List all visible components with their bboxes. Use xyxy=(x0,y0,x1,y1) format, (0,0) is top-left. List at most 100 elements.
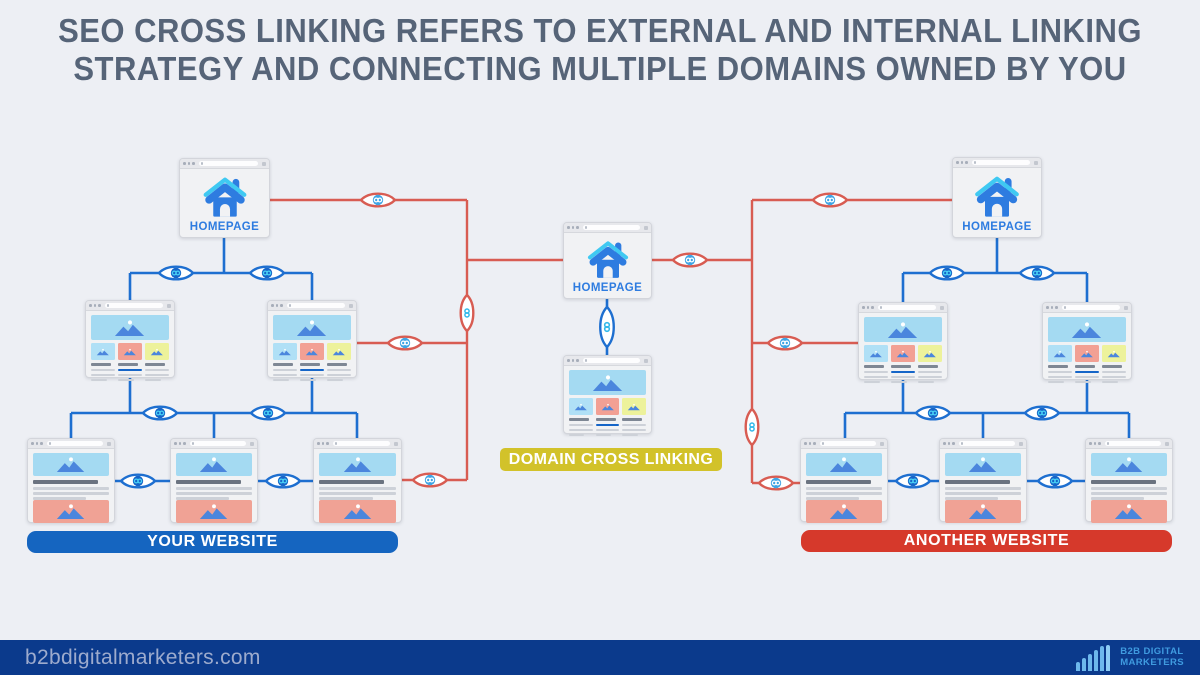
cross-domain-link-icon xyxy=(359,192,397,208)
text-column xyxy=(1048,365,1072,383)
card-row xyxy=(91,343,169,360)
favicon-dot-icon xyxy=(584,226,587,229)
window-control-icon xyxy=(35,442,38,445)
hero-image xyxy=(1048,317,1126,342)
browser-window-right-homepage: HOMEPAGE xyxy=(952,157,1042,238)
address-bar xyxy=(104,303,163,308)
article-page-content xyxy=(801,449,887,523)
image-placeholder-icon xyxy=(869,350,882,357)
image-placeholder-icon xyxy=(829,503,858,519)
image-placeholder-icon xyxy=(199,457,228,472)
image-placeholder-icon xyxy=(1071,321,1102,338)
article-title-bar xyxy=(1091,480,1156,484)
internal-link-icon xyxy=(1036,473,1074,489)
text-column xyxy=(145,363,169,381)
favicon-dot-icon xyxy=(106,304,109,307)
new-tab-icon xyxy=(940,305,944,310)
address-bar xyxy=(582,358,640,363)
cross-domain-link-icon xyxy=(766,335,804,351)
image-placeholder-icon xyxy=(343,503,371,519)
browser-chrome-bar xyxy=(940,439,1026,449)
window-control-icon xyxy=(1050,306,1053,309)
address-bar xyxy=(819,441,876,446)
browser-window-left-article-2 xyxy=(170,438,258,523)
article-page-content xyxy=(940,449,1026,523)
browser-chrome-bar xyxy=(564,223,651,233)
window-control-icon xyxy=(174,442,177,445)
cross-domain-link-icon xyxy=(386,335,424,351)
image-placeholder-icon xyxy=(150,348,163,355)
window-control-icon xyxy=(280,304,283,307)
text-column xyxy=(864,365,888,383)
browser-chrome-bar xyxy=(564,356,651,366)
card-row xyxy=(273,343,351,360)
image-placeholder-icon xyxy=(601,403,614,410)
internal-link-icon xyxy=(914,405,952,421)
article-image-block xyxy=(1091,499,1167,523)
window-control-icon xyxy=(567,226,570,229)
window-control-icon xyxy=(275,304,278,307)
cross-domain-link-icon xyxy=(671,252,709,268)
image-placeholder-icon xyxy=(829,457,858,472)
new-tab-icon xyxy=(880,441,884,446)
homepage-content: HOMEPAGE xyxy=(953,168,1041,237)
address-bar xyxy=(286,303,345,308)
internal-link-icon xyxy=(599,305,615,349)
hero-image xyxy=(273,315,351,340)
window-control-icon xyxy=(576,226,579,229)
browser-chrome-bar xyxy=(801,439,887,449)
browser-window-right-article-2 xyxy=(939,438,1027,523)
image-placeholder-icon xyxy=(896,350,909,357)
article-image-block xyxy=(945,499,1021,523)
window-control-icon xyxy=(31,442,34,445)
favicon-dot-icon xyxy=(821,442,824,445)
window-control-icon xyxy=(871,306,874,309)
browser-chrome-bar xyxy=(953,158,1041,168)
article-title-bar xyxy=(33,480,98,484)
hero-image xyxy=(33,453,109,476)
card-row xyxy=(1048,345,1126,362)
image-placeholder-icon xyxy=(123,348,136,355)
new-tab-icon xyxy=(107,441,111,446)
article-title-bar xyxy=(806,480,871,484)
browser-chrome-bar xyxy=(171,439,257,449)
new-tab-icon xyxy=(1165,441,1169,446)
window-control-icon xyxy=(93,304,96,307)
domain-cross-linking-banner: DOMAIN CROSS LINKING xyxy=(500,448,722,471)
window-control-icon xyxy=(943,442,946,445)
window-control-icon xyxy=(947,442,950,445)
category-page-content xyxy=(268,311,356,381)
internal-link-icon xyxy=(264,473,302,489)
image-placeholder-icon xyxy=(199,503,228,519)
bar-chart-logo-icon xyxy=(1076,644,1111,671)
category-page-content xyxy=(859,313,947,383)
card-thumbnail xyxy=(569,398,593,415)
card-thumbnail xyxy=(891,345,915,362)
hero-image xyxy=(806,453,882,476)
image-placeholder-icon xyxy=(343,457,371,472)
text-column xyxy=(300,363,324,381)
image-placeholder-icon xyxy=(1107,350,1120,357)
article-text-lines xyxy=(176,487,252,500)
new-tab-icon xyxy=(1034,160,1038,165)
page-title: SEO CROSS LINKING REFERS TO EXTERNAL AND… xyxy=(36,12,1164,89)
window-control-icon xyxy=(960,161,963,164)
card-thumbnail xyxy=(300,343,324,360)
address-bar xyxy=(189,441,246,446)
window-control-icon xyxy=(1093,442,1096,445)
text-column xyxy=(569,418,593,436)
image-placeholder-icon xyxy=(56,503,85,519)
card-thumbnail xyxy=(327,343,351,360)
window-control-icon xyxy=(804,442,807,445)
text-column xyxy=(918,365,942,383)
favicon-dot-icon xyxy=(334,442,337,445)
new-tab-icon xyxy=(250,441,254,446)
hero-image xyxy=(319,453,396,476)
article-title-bar xyxy=(319,480,385,484)
brand-logo-line-2: MARKETERS xyxy=(1120,656,1184,668)
cross-domain-link-icon xyxy=(811,192,849,208)
internal-link-icon xyxy=(157,265,195,281)
image-placeholder-icon xyxy=(574,403,587,410)
address-bar xyxy=(1104,441,1161,446)
homepage-label: HOMEPAGE xyxy=(189,221,260,233)
